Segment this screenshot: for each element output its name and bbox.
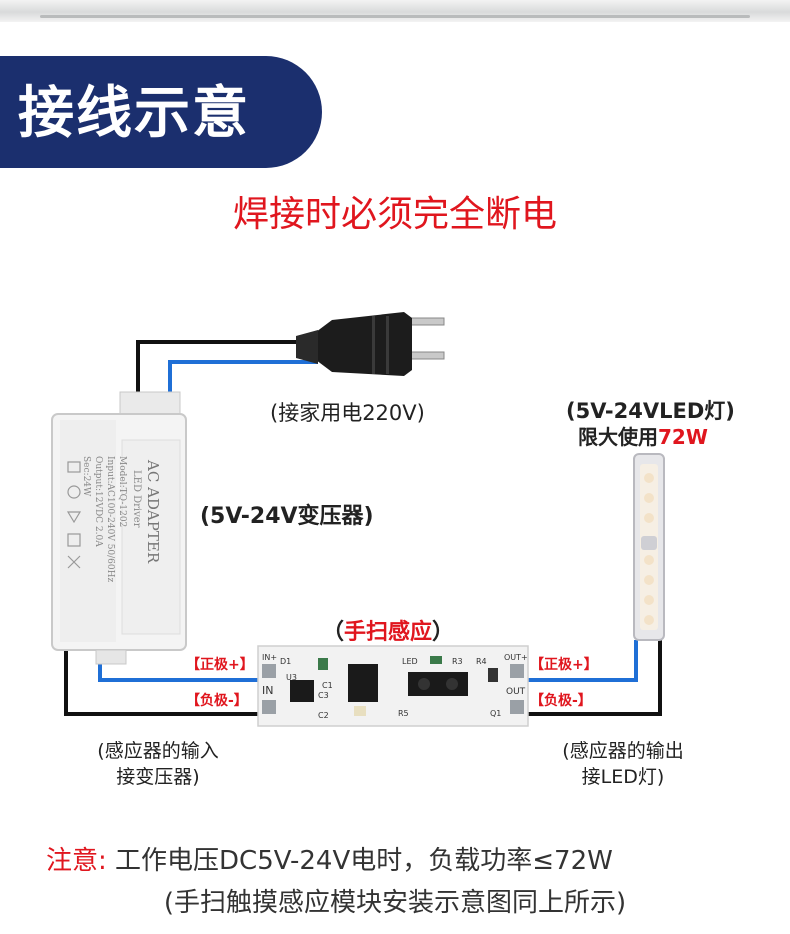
board-mark-in: IN <box>262 684 273 697</box>
led-limit-value: 72W <box>658 425 708 449</box>
note-body: 工作电压DC5V-24V电时，负载功率≤72W <box>106 846 613 876</box>
note-head: 注意: <box>46 846 107 876</box>
black-wire-transformer-to-sensor-in <box>64 640 258 716</box>
transformer-icon: AC ADAPTER LED Driver Model:TQ-1202 Inpu… <box>51 391 187 665</box>
board-mark-outplus: OUT+ <box>504 653 528 662</box>
board-mark-u3: U3 <box>286 673 297 682</box>
plug-label: (接家用电220V) <box>270 401 425 425</box>
note-line-2: (手扫触摸感应模块安装示意图同上所示) <box>163 888 627 918</box>
board-mark-c1: C1 <box>322 681 333 690</box>
board-mark-inplus: IN+ <box>262 653 277 662</box>
transformer-label: (5V-24V变压器) <box>200 504 374 529</box>
blue-wire-plug-to-transformer <box>168 360 318 392</box>
board-mark-r5: R5 <box>398 709 409 718</box>
tag-in-positive: 【正极+】 <box>186 657 254 673</box>
board-mark-r4: R4 <box>476 657 487 666</box>
transformer-print-2: LED Driver <box>131 470 142 528</box>
led-limit: 限大使用72W <box>578 421 708 450</box>
board-mark-led: LED <box>402 657 418 666</box>
note-line-1: 注意: 工作电压DC5V-24V电时，负载功率≤72W <box>46 840 613 877</box>
led-title: (5V-24VLED灯) <box>566 399 735 423</box>
transformer-print-1: AC ADAPTER <box>144 459 162 564</box>
sensor-board-icon: IN+ D1 C1 C3 U3 IN C2 LED R3 R4 R5 OUT+ … <box>257 645 529 727</box>
blue-wire-sensor-out-to-led <box>528 640 638 682</box>
board-mark-r3: R3 <box>452 657 463 666</box>
input-caption-line1: (感应器的输入 <box>97 740 219 762</box>
transformer-print-5: Output:12VDC 2.0A <box>93 456 103 547</box>
sensor-title: （手扫感应） <box>322 614 454 646</box>
sensor-title-text: 手扫感应 <box>344 620 433 645</box>
welding-warning: 焊接时必须完全断电 <box>232 194 557 235</box>
input-caption-line2: 接变压器) <box>116 766 200 788</box>
board-mark-out: OUT <box>506 687 526 697</box>
tag-out-positive: 【正极+】 <box>530 657 598 673</box>
board-mark-c3: C3 <box>318 691 329 700</box>
transformer-print-3: Model:TQ-1202 <box>117 456 127 527</box>
board-mark-c2: C2 <box>318 711 329 720</box>
transformer-print-4: Input:AC100-240V 50/60Hz <box>105 456 115 582</box>
title-banner <box>0 56 322 168</box>
top-product-strip <box>0 0 790 22</box>
black-wire-sensor-out-to-led <box>528 612 662 716</box>
section-title: 接线示意 <box>18 81 250 146</box>
black-wire-plug-to-transformer <box>136 340 318 392</box>
transformer-print-6: Sec:24W <box>81 456 91 497</box>
input-caption: (感应器的输入 接变压器) <box>86 738 230 790</box>
output-caption-line1: (感应器的输出 <box>562 740 684 762</box>
output-caption: (感应器的输出 接LED灯) <box>548 738 698 790</box>
tag-in-negative: 【负极-】 <box>186 693 248 709</box>
output-caption-line2: 接LED灯) <box>581 766 665 788</box>
sensor-title-open: （ <box>322 620 345 645</box>
led-bar-icon <box>633 453 665 641</box>
tag-out-negative: 【负极-】 <box>530 693 592 709</box>
led-limit-prefix: 限大使用 <box>578 425 658 449</box>
sensor-title-close: ） <box>432 620 455 645</box>
board-mark-d1: D1 <box>280 657 291 666</box>
board-mark-q1: Q1 <box>490 709 501 718</box>
plug-icon <box>296 312 445 376</box>
